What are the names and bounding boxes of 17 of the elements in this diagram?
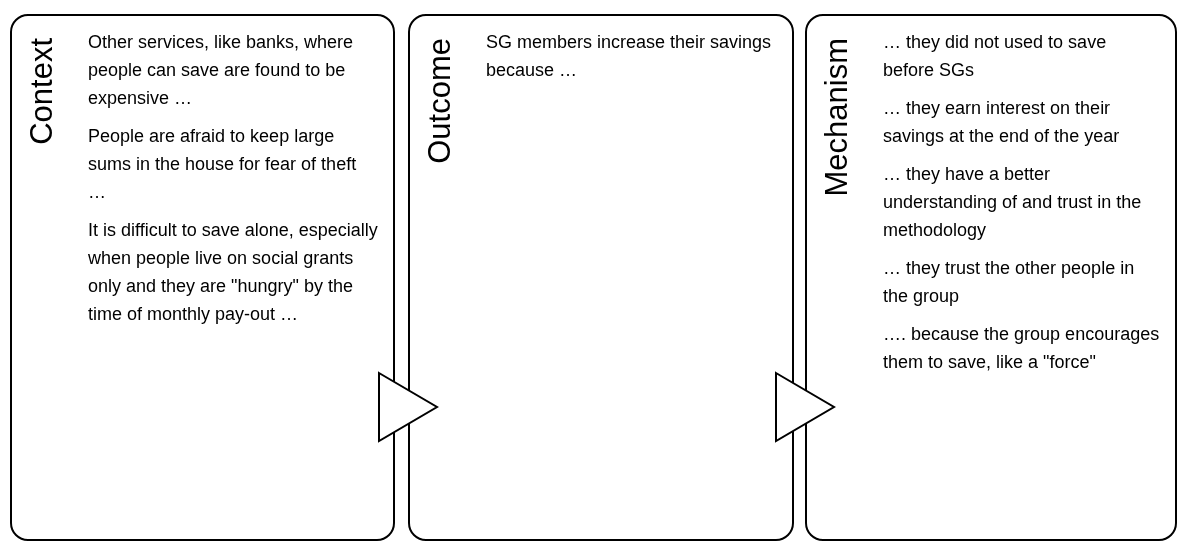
statement-text: People are afraid to keep large sums in the house for fear of theft … [88, 125, 358, 204]
chevron-arrow [775, 372, 835, 442]
statement-text: … they trust the other people in the group [883, 257, 1136, 308]
statement-text: … they earn interest on their savings at the end of the year [883, 97, 1121, 148]
statement-text: SG members increase their savings because … [486, 31, 773, 82]
statement-text: … they have a better understanding of and trust in the methodology [883, 163, 1143, 242]
stage-panel [408, 14, 794, 541]
statement-text: It is difficult to save alone, especially when people live on social grants only and they are "hungry" by the time of monthly pay-out … [88, 219, 379, 326]
stage-heading: Outcome [424, 38, 455, 164]
chevron-arrow [378, 372, 438, 442]
stage-heading: Mechanism [821, 38, 852, 197]
stage-heading: Context [26, 38, 57, 145]
statement-text: … they did not used to save before SGs [883, 31, 1108, 82]
stage-panel [805, 14, 1177, 541]
stage-panel [10, 14, 395, 541]
statement-text: …. because the group encourages them to save, like a "force" [883, 323, 1161, 374]
statement-text: Other services, like banks, where people can save are found to be expensive … [88, 31, 355, 110]
